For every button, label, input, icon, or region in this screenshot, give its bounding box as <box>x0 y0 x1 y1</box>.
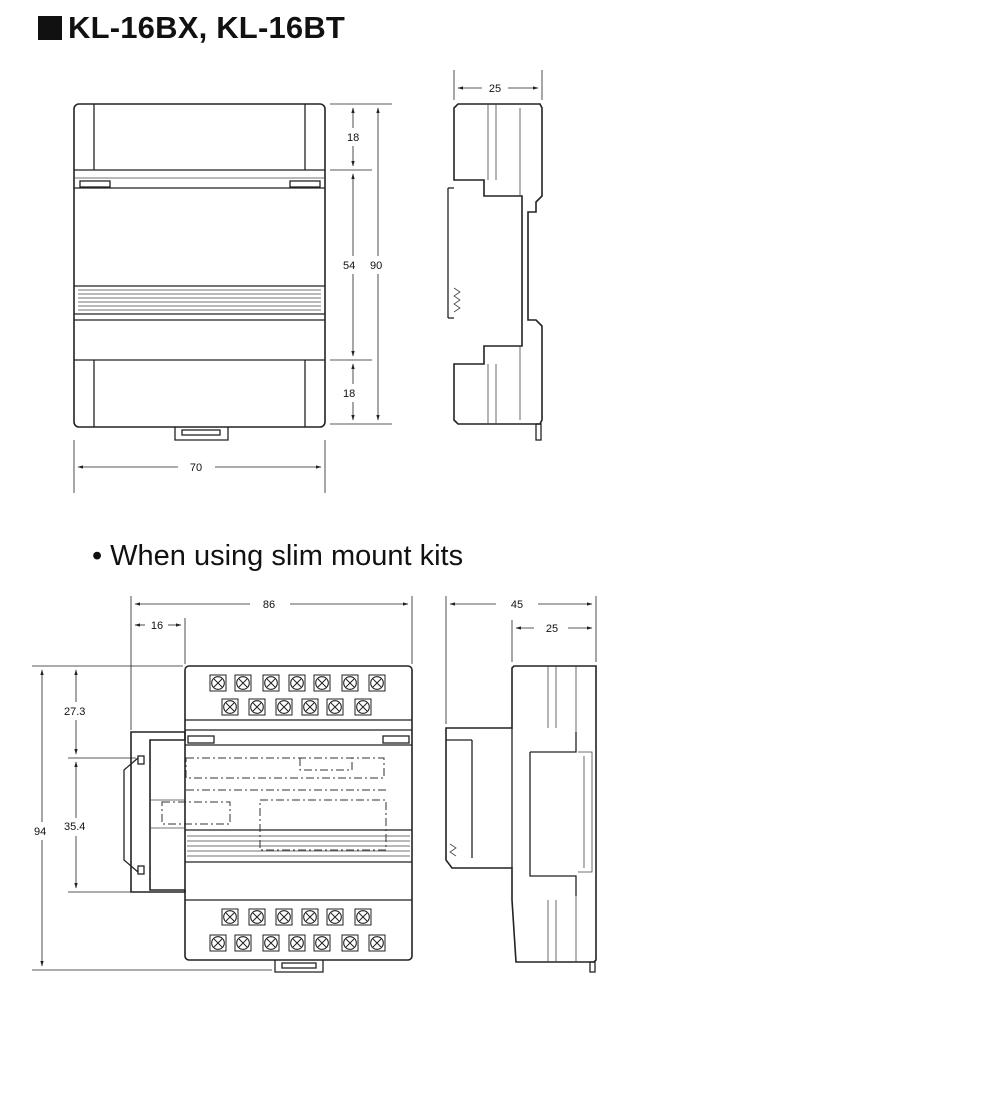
front-view-slim <box>123 665 413 973</box>
dim-upper-27-3: 27.3 <box>64 706 85 718</box>
title-text: KL-16BX, KL-16BT <box>68 10 346 45</box>
dimensions-top-side: 25 <box>453 70 543 100</box>
dim-rail-35-4: 35.4 <box>64 821 85 833</box>
dim-depth-25: 25 <box>489 83 501 95</box>
dim-middle-54: 54 <box>343 260 355 272</box>
dim-width-70: 70 <box>190 462 202 474</box>
side-view-top <box>447 103 543 441</box>
subheading-text: When using slim mount kits <box>110 540 464 572</box>
dim-depth-45: 45 <box>511 599 523 611</box>
side-view-slim <box>445 665 597 973</box>
dimensions-slim-side: 45 25 <box>445 596 597 724</box>
dimensions-slim-front: 86 16 27.3 35.4 94 <box>32 596 413 971</box>
dim-upper-18: 18 <box>347 132 359 144</box>
slim-mount-subheading: •When using slim mount kits <box>92 540 463 573</box>
dim-height-94: 94 <box>34 826 46 838</box>
dimensions-top-front: 70 18 54 18 90 <box>73 103 392 493</box>
terminal-screw-icon <box>209 674 386 716</box>
dim-lower-18: 18 <box>343 388 355 400</box>
dim-width-86: 86 <box>263 599 275 611</box>
dim-height-90: 90 <box>370 260 382 272</box>
title-square-icon <box>38 16 62 40</box>
front-view-top <box>73 103 326 441</box>
dim-depth-25-slim: 25 <box>546 623 558 635</box>
bullet-icon: • <box>92 540 103 572</box>
dim-offset-16: 16 <box>151 620 163 632</box>
page-title: KL-16BX, KL-16BT <box>38 10 345 46</box>
